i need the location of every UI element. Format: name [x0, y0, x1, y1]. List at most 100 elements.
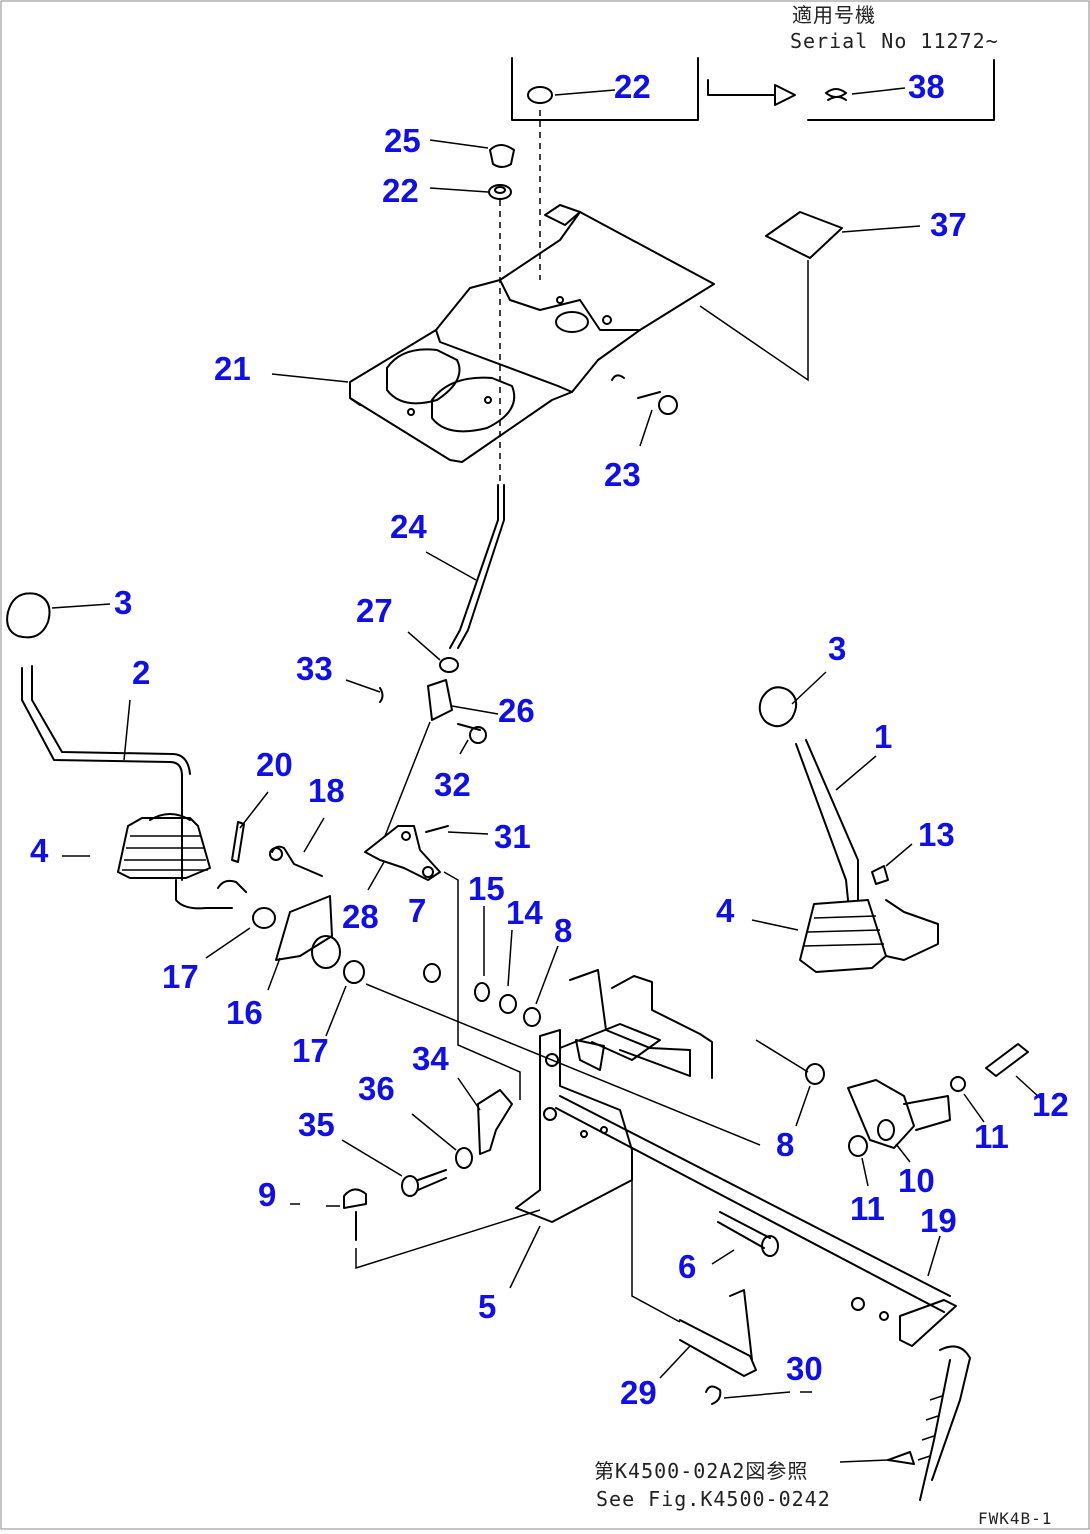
shaft-line [365, 983, 761, 1146]
knob-3-left [6, 592, 51, 639]
bracket-34 [477, 1089, 513, 1155]
callout-8: 8 [776, 1126, 794, 1163]
callout-22: 22 [382, 172, 419, 209]
callout-8: 8 [554, 912, 572, 949]
bushing-8b [805, 1063, 825, 1085]
callout-labels: 22 38 25 22 37 21 23 24 3 27 2 33 26 3 1… [30, 68, 1069, 1411]
callout-3: 3 [114, 584, 132, 621]
callout-16: 16 [226, 994, 263, 1031]
reference-line-9 [355, 1209, 541, 1270]
callout-38: 38 [908, 68, 945, 105]
washer-14 [499, 994, 517, 1014]
callout-30: 30 [786, 1350, 823, 1387]
callout-2: 2 [132, 654, 150, 691]
callout-6: 6 [678, 1248, 696, 1285]
callout-21: 21 [214, 350, 251, 387]
callout-5: 5 [478, 1288, 496, 1325]
rod-24 [449, 484, 505, 649]
bolt-18 [269, 845, 323, 877]
callout-35: 35 [298, 1106, 335, 1143]
reference-line-fig [839, 1459, 889, 1463]
callout-36: 36 [358, 1070, 395, 1107]
serial-note-jp: 適用号機 [792, 3, 876, 27]
callout-3: 3 [828, 630, 846, 667]
knob-3-right [758, 686, 798, 728]
bushing-17b [343, 960, 365, 984]
clevis-26 [379, 679, 487, 744]
lever-2 [21, 665, 233, 910]
callout-33: 33 [296, 650, 333, 687]
lever-1 [795, 739, 859, 901]
pin-11a [950, 1076, 966, 1092]
ball-joint-27 [439, 657, 459, 673]
callout-32: 32 [434, 766, 471, 803]
plate-37 [765, 211, 843, 259]
console-cover [349, 204, 715, 463]
rod-19 [555, 1095, 957, 1347]
reference-line-plate [699, 260, 809, 382]
callout-31: 31 [494, 818, 531, 855]
callout-15: 15 [468, 870, 505, 907]
callout-7: 7 [408, 892, 426, 929]
washer-36 [455, 1147, 473, 1169]
bracket-28 [364, 825, 449, 881]
figure-reference-jp: 第K4500-02A2図参照 [594, 1459, 808, 1483]
callout-9: 9 [258, 1176, 276, 1213]
linkage-line [384, 721, 431, 837]
callout-24: 24 [390, 508, 427, 545]
link-29 [631, 1150, 757, 1377]
pin-12 [985, 1043, 1029, 1077]
callout-22: 22 [614, 68, 651, 105]
linkage-path [443, 871, 521, 1100]
washer-15 [474, 982, 490, 1002]
callout-34: 34 [412, 1040, 449, 1077]
arrow-new-version [707, 79, 796, 106]
serial-note-en: Serial No 11272~ [790, 29, 999, 53]
inset-new-cap [807, 59, 995, 121]
boot-4-left [117, 813, 211, 879]
callout-1: 1 [874, 718, 892, 755]
callout-29: 29 [620, 1374, 657, 1411]
callout-17: 17 [162, 958, 199, 995]
pin-11b [848, 1135, 868, 1157]
callout-4: 4 [30, 832, 49, 869]
callout-23: 23 [604, 456, 641, 493]
callout-17: 17 [292, 1032, 329, 1069]
block-10 [847, 1079, 951, 1149]
drawing-code: FWK4B-1 [978, 1509, 1052, 1528]
boot-4-right [799, 899, 939, 973]
cable-end [887, 1345, 971, 1501]
callout-11: 11 [850, 1190, 885, 1227]
callout-12: 12 [1032, 1086, 1069, 1123]
upper-bracket [569, 969, 713, 1079]
callout-26: 26 [498, 692, 535, 729]
callout-37: 37 [930, 206, 967, 243]
nut-22 [488, 184, 512, 200]
nut-7 [423, 963, 441, 983]
leader-lines [51, 139, 1041, 1399]
bolt-9 [343, 1188, 367, 1241]
pin-20 [217, 821, 247, 893]
callout-27: 27 [356, 592, 393, 629]
bushing-8a [523, 1007, 541, 1027]
callout-14: 14 [506, 894, 543, 931]
bolt-6 [717, 1211, 779, 1257]
bracket-16 [275, 895, 341, 969]
bushing-17a [252, 907, 276, 929]
bolt-35 [401, 1169, 447, 1197]
callout-10: 10 [898, 1162, 935, 1199]
callout-20: 20 [256, 746, 293, 783]
callout-25: 25 [384, 122, 421, 159]
callout-28: 28 [342, 898, 379, 935]
cap-25 [489, 144, 515, 168]
bolt-23 [611, 374, 678, 415]
callout-18: 18 [308, 772, 345, 809]
callout-13: 13 [918, 816, 955, 853]
inset-old-cap [511, 57, 699, 121]
pin-13 [871, 865, 889, 885]
reference-line-right [755, 1039, 809, 1073]
figure-reference-en: See Fig.K4500-0242 [596, 1487, 831, 1511]
